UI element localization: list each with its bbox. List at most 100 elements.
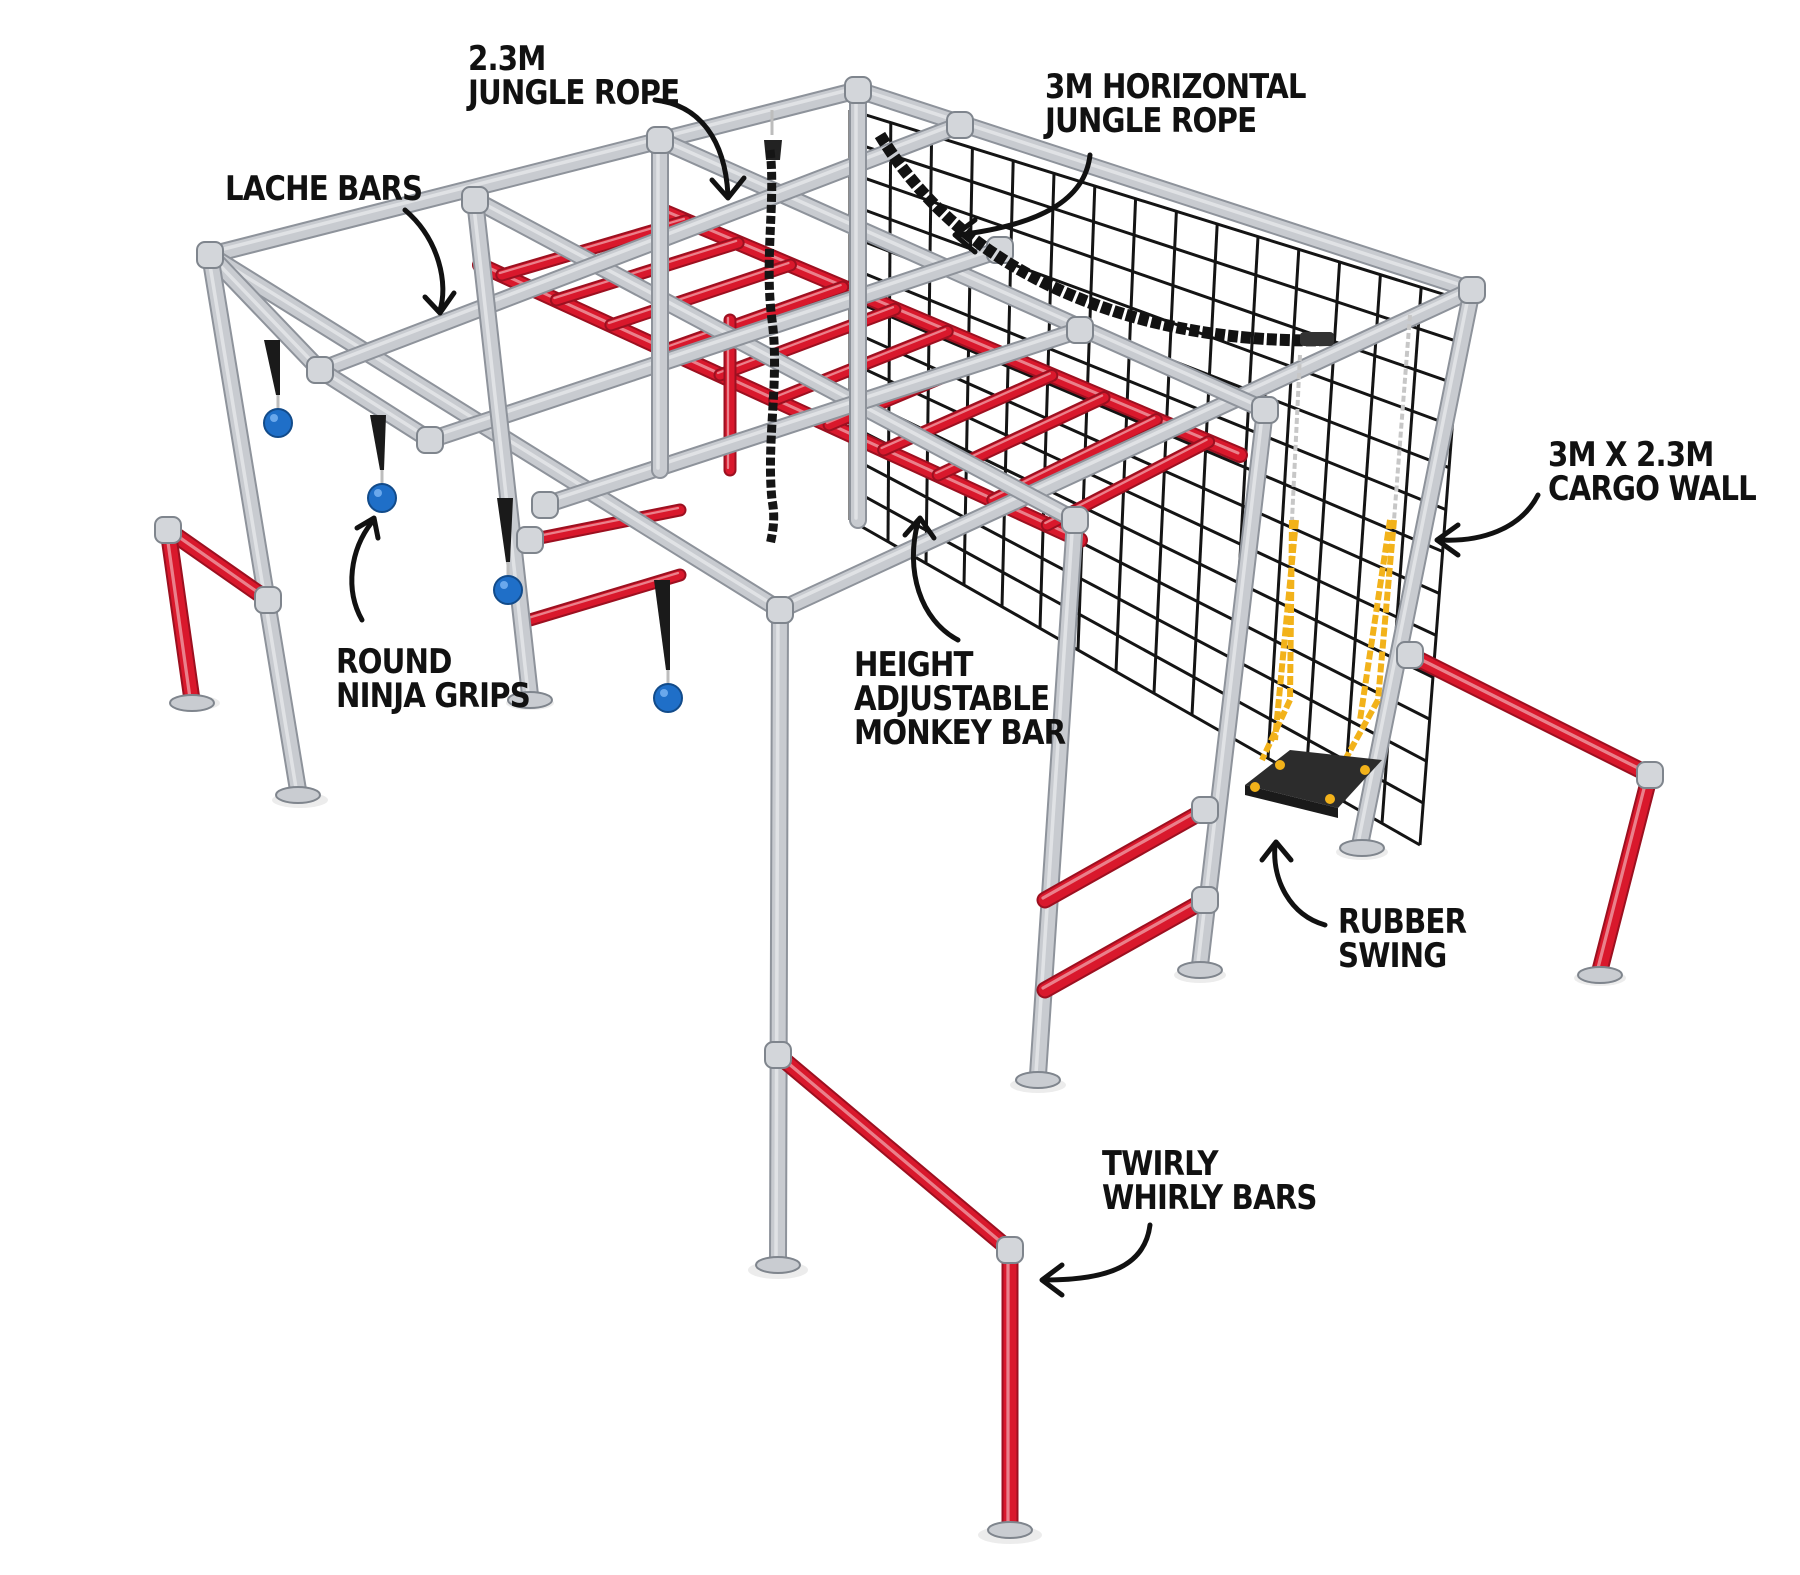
rubber-swing	[1245, 314, 1412, 818]
pipe-fitting	[154, 516, 182, 544]
base-plate	[1339, 839, 1385, 857]
base-plate	[1177, 961, 1223, 979]
label-line: JUNGLE ROPE	[1045, 101, 1257, 141]
label-line: 3M HORIZONTAL	[1045, 67, 1306, 107]
monkey-rung	[658, 280, 850, 357]
label-rubber-swing: RUBBER SWING	[1338, 905, 1467, 976]
arrow-rubber-swing	[1259, 839, 1328, 928]
arrow-lache-bars	[402, 207, 457, 316]
pipe-fitting	[196, 241, 224, 269]
net-strand	[849, 455, 1428, 763]
label-ninja-grips: ROUND NINJA GRIPS	[336, 645, 531, 716]
pipe-fitting	[946, 111, 974, 139]
red-pipe	[769, 1046, 1019, 1259]
pipe-fittings	[154, 76, 1664, 1539]
vertical-jungle-rope	[764, 110, 782, 546]
red-pipe	[1036, 891, 1214, 999]
frame-pipe	[1191, 401, 1274, 974]
net-strand	[1266, 249, 1301, 759]
pipe-fitting	[461, 186, 489, 214]
red-bars	[159, 521, 1659, 1534]
base-plate	[1015, 1071, 1061, 1089]
pipe-fitting	[1061, 506, 1089, 534]
red-pipe	[159, 521, 277, 609]
pipe-fitting	[646, 126, 674, 154]
frame-pipe	[201, 246, 329, 379]
frame-pipe	[769, 601, 789, 1269]
label-line: HEIGHT	[854, 645, 973, 685]
frame-pipes	[201, 81, 1481, 1269]
ninja-grip	[367, 415, 397, 513]
net-strand	[886, 122, 893, 542]
label-line: SWING	[1338, 936, 1447, 976]
pipe-fitting	[306, 356, 334, 384]
base-plate	[169, 694, 215, 712]
pipe-fitting	[1636, 761, 1664, 789]
label-jungle-rope: 2.3M JUNGLE ROPE	[468, 39, 680, 113]
net-strand	[849, 140, 1460, 344]
pipe-fitting	[516, 526, 544, 554]
label-line: 2.3M	[468, 39, 546, 79]
pipe-fitting	[766, 596, 794, 624]
ninja-grip	[493, 498, 523, 605]
label-line: JUNGLE ROPE	[468, 73, 680, 113]
base-plate	[275, 786, 321, 804]
pipe-fitting	[1396, 641, 1424, 669]
frame-pipe	[421, 241, 1009, 449]
net-strand	[849, 203, 1453, 428]
pipe-fitting	[1191, 886, 1219, 914]
frame-pipe	[849, 81, 867, 529]
base-plate	[507, 691, 553, 709]
net-strand	[849, 108, 1463, 302]
ninja-grips	[263, 340, 683, 713]
label-cargo-wall: 3M X 2.3M CARGO WALL	[1548, 435, 1757, 509]
base-plate	[755, 1256, 801, 1274]
base-plate	[987, 1521, 1033, 1539]
pipe-fitting	[531, 491, 559, 519]
arrow-horizontal-rope	[952, 152, 1093, 255]
label-line: NINJA GRIPS	[336, 676, 531, 716]
base-plate	[1577, 966, 1623, 984]
label-horizontal-jungle-rope: 3M HORIZONTAL JUNGLE ROPE	[1045, 70, 1306, 138]
pipe-fitting	[254, 586, 282, 614]
pipe-fitting	[1191, 796, 1219, 824]
pipe-fitting	[844, 76, 872, 104]
frame-pipe	[201, 81, 867, 264]
net-strand	[849, 266, 1447, 512]
arrow-twirly-bars	[1039, 1222, 1153, 1298]
pipe-fitting	[1251, 396, 1279, 424]
ninja-grip	[263, 340, 293, 438]
frame-pipe	[1351, 281, 1481, 854]
ground-shadows	[176, 696, 1626, 1544]
label-monkey-bar: HEIGHT ADJUSTABLE MONKEY BAR	[854, 645, 1066, 753]
net-strand	[1342, 274, 1382, 802]
annotation-arrows	[349, 97, 1541, 1298]
arrow-ninja-grips	[349, 515, 381, 623]
arrow-monkey-bar	[902, 515, 961, 643]
frame-pipe	[651, 131, 1274, 419]
label-line: CARGO WALL	[1548, 469, 1757, 509]
red-pipe	[1036, 801, 1214, 909]
side-rung	[523, 503, 687, 547]
label-lache-bars: LACHE BARS	[225, 172, 423, 206]
frame-pipe	[466, 191, 539, 704]
monkey-rung	[604, 258, 797, 332]
monkey-rung	[549, 236, 745, 307]
frame-pipe	[311, 361, 439, 449]
red-pipe	[1591, 766, 1659, 979]
label-line: MONKEY BAR	[854, 713, 1066, 753]
red-pipe	[159, 521, 201, 709]
label-twirly-whirly-bars: TWIRLY WHIRLY BARS	[1102, 1147, 1317, 1215]
label-line: 3M X 2.3M	[1548, 435, 1714, 475]
net-strand	[1190, 223, 1219, 716]
frame-pipe	[201, 246, 307, 799]
pipe-fitting	[1458, 276, 1486, 304]
net-strand	[849, 392, 1434, 679]
red-pipe	[1001, 1241, 1019, 1534]
arrow-jungle-rope	[652, 97, 747, 201]
net-strand	[1000, 160, 1015, 607]
pipe-fitting	[764, 1041, 792, 1069]
pipe-fitting	[416, 426, 444, 454]
frame-pipe	[771, 281, 1481, 619]
label-line: WHIRLY BARS	[1102, 1178, 1317, 1218]
